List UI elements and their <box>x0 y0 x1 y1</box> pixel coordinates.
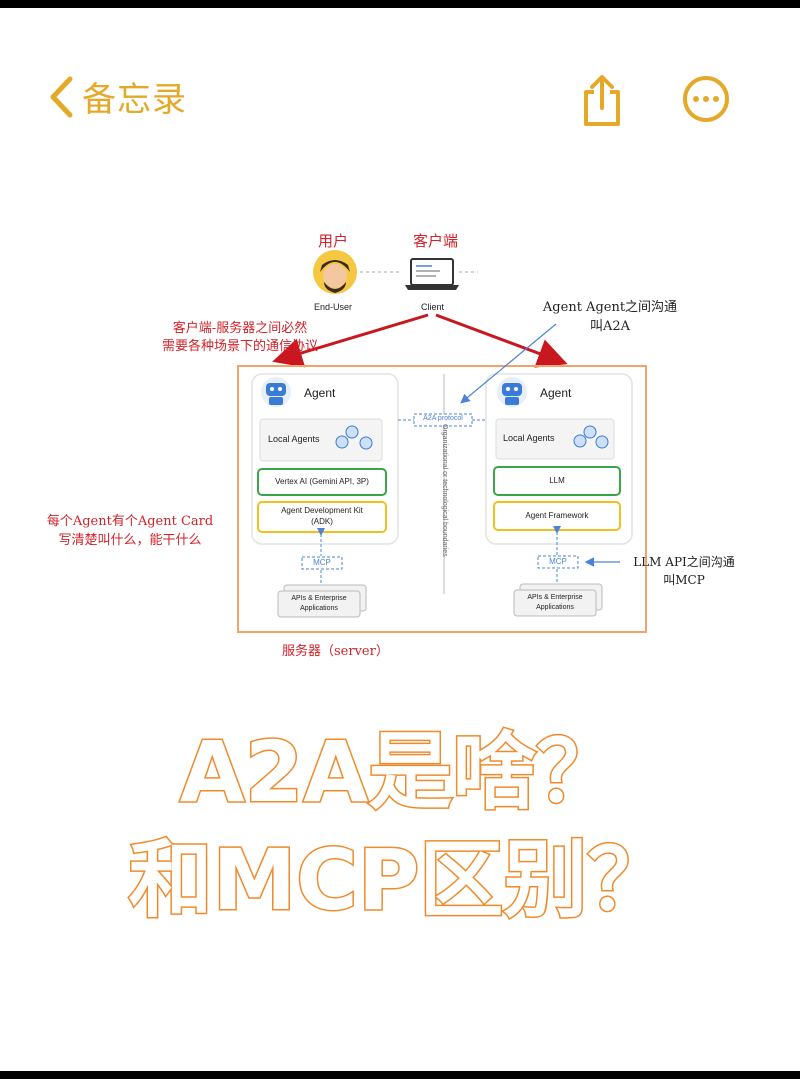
client-label: Client <box>421 302 445 312</box>
client-cn-label: 客户端 <box>413 232 459 250</box>
right-agent-robot-icon <box>497 377 527 407</box>
end-user-label: End-User <box>314 302 353 312</box>
user-cn-label: 用户 <box>318 232 349 250</box>
right-framework-box: Agent Framework <box>525 511 589 520</box>
right-local-agents: Local Agents <box>503 433 555 443</box>
left-agent-robot-icon <box>261 377 291 407</box>
client-laptop-icon <box>405 258 459 290</box>
note-client-server: 客户端-服务器之间必然 需要各种场景下的通信协议 <box>161 321 318 354</box>
note-a2a: Agent Agent之间沟通 叫A2A <box>542 300 678 334</box>
share-icon[interactable] <box>578 72 626 128</box>
right-apis-box: APIs & Enterprise Applications <box>527 594 583 611</box>
left-agent-title: Agent <box>304 386 336 400</box>
headline-line-1: A2A是啥？ <box>178 722 621 823</box>
left-model-box: Vertex AI (Gemini API, 3P) <box>275 477 369 486</box>
back-button[interactable]: 备忘录 <box>48 72 187 121</box>
right-agent-title: Agent <box>540 386 572 400</box>
headline-line-2: 和MCP区别？ <box>127 830 673 931</box>
left-apis-box: APIs & Enterprise Applications <box>291 595 347 612</box>
right-mcp-label: MCP <box>549 557 567 566</box>
left-framework-box: Agent Development Kit (ADK) <box>281 506 363 526</box>
note-mcp: LLM API之间沟通 叫MCP <box>633 555 735 587</box>
end-user-avatar <box>313 250 357 294</box>
right-model-box: LLM <box>549 476 565 485</box>
bottom-black-bar <box>0 1071 800 1079</box>
chevron-left-icon <box>50 76 73 117</box>
note-agent-card: 每个Agent有个Agent Card 写清楚叫什么，能干什么 <box>46 514 214 548</box>
more-options-icon[interactable] <box>681 74 731 124</box>
left-local-agents: Local Agents <box>268 434 320 444</box>
top-black-bar <box>0 0 800 8</box>
back-label: 备忘录 <box>82 80 187 120</box>
server-label: 服务器（server） <box>282 644 389 659</box>
left-mcp-label: MCP <box>313 558 331 567</box>
boundary-label: Organizational or technological boundari… <box>441 424 448 557</box>
a2a-protocol-label: A2A protocol <box>423 415 463 422</box>
